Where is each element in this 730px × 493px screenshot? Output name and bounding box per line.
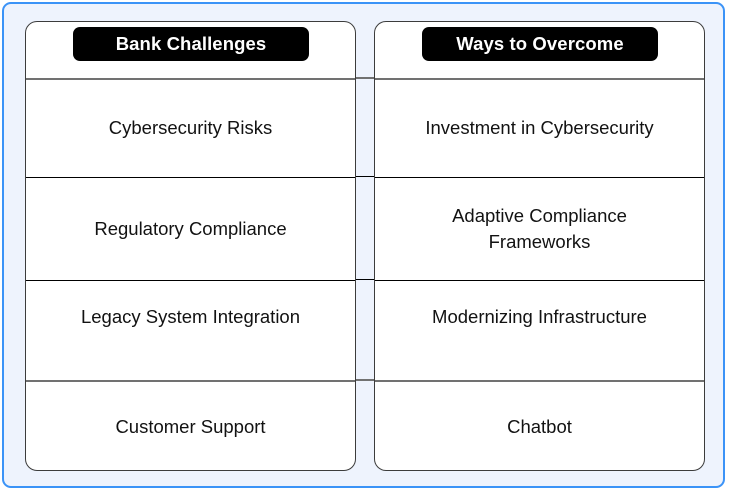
row-divider-bridge-4 [356, 379, 374, 381]
header-badge-label: Ways to Overcome [456, 32, 624, 54]
cell-value: Customer Support [115, 415, 266, 437]
header-badge-label: Bank Challenges [115, 32, 267, 54]
table-row: Investment in Cybersecurity [375, 78, 704, 177]
row-divider-bridge-2 [356, 176, 374, 177]
cell-value: Cybersecurity Risks [108, 117, 273, 139]
cell-value: Regulatory Compliance [94, 217, 287, 239]
cell-value: Adaptive Compliance Frameworks [452, 204, 627, 252]
row-divider-bridge-3 [356, 279, 374, 280]
comparison-column-ways-to-overcome: Ways to Overcome Investment in Cybersecu… [374, 21, 705, 471]
cell-value: Modernizing Infrastructure [432, 306, 647, 327]
cell-value: Legacy System Integration [80, 306, 301, 327]
table-row: Cybersecurity Risks [26, 78, 355, 177]
row-divider-bridge-1 [356, 77, 374, 79]
column-header-bank-challenges: Bank Challenges [26, 22, 355, 78]
column-header-ways-to-overcome: Ways to Overcome [375, 22, 704, 78]
cell-value: Chatbot [507, 415, 572, 437]
header-badge-bank-challenges: Bank Challenges [73, 27, 309, 61]
table-row: Chatbot [375, 380, 704, 470]
table-row: Modernizing Infrastructure [375, 280, 704, 380]
comparison-column-bank-challenges: Bank Challenges Cybersecurity Risks Regu… [25, 21, 356, 471]
table-row: Legacy System Integration [26, 280, 355, 380]
table-row: Adaptive Compliance Frameworks [375, 177, 704, 280]
header-badge-ways-to-overcome: Ways to Overcome [422, 27, 658, 61]
table-row: Regulatory Compliance [26, 177, 355, 280]
table-row: Customer Support [26, 380, 355, 470]
cell-value: Investment in Cybersecurity [425, 117, 654, 139]
